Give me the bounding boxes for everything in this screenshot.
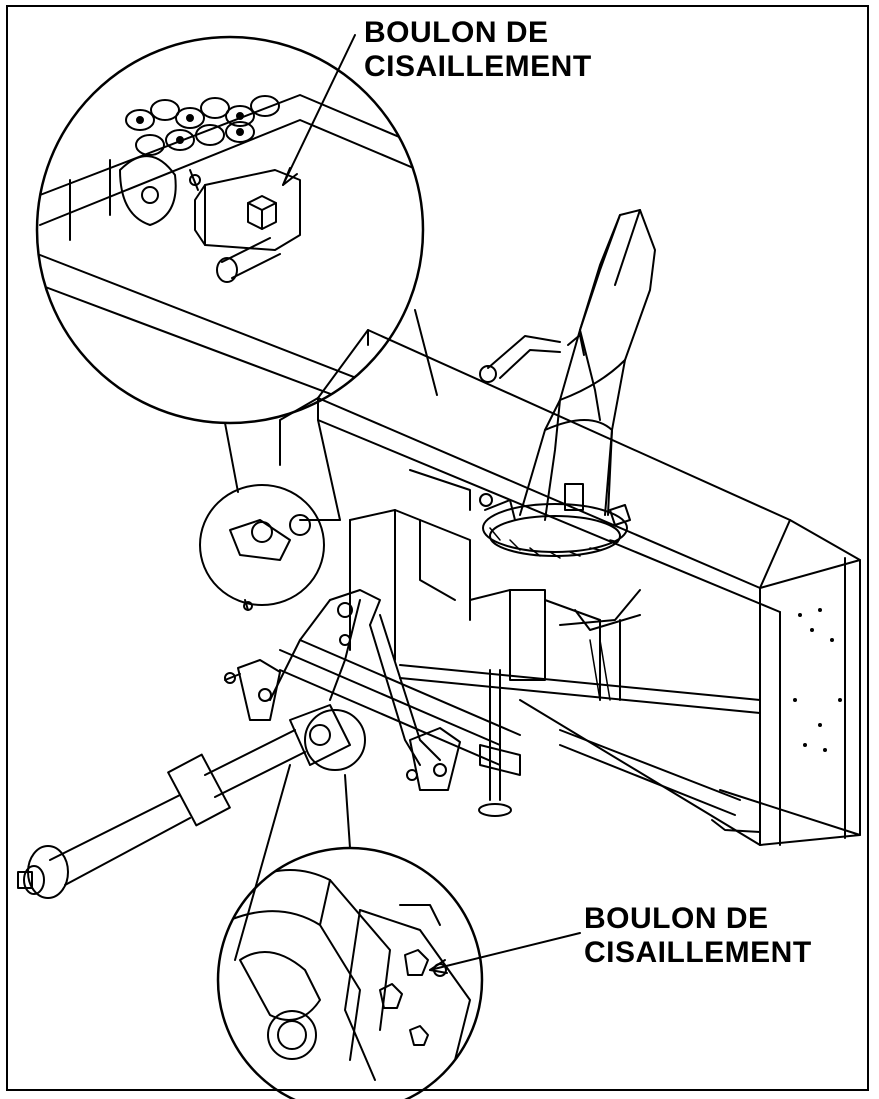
page-frame (6, 5, 869, 1091)
chain-icon (125, 95, 280, 156)
bottom-detail-magnifier (216, 846, 484, 1099)
shear-bolt-icon (379, 949, 447, 1046)
bottom-detail-connector (344, 774, 351, 849)
gearbox-frame (349, 469, 641, 701)
shear-bolt-label-bottom: BOULON DE CISAILLEMENT (584, 902, 812, 970)
top-detail-magnifier (35, 35, 425, 425)
pto-detail-marker (304, 709, 366, 771)
top-callout-leader (282, 34, 356, 186)
discharge-chute (479, 209, 656, 521)
top-callout-arrow (282, 167, 298, 186)
top-detail-connector (224, 422, 239, 493)
shear-bolt-label-bottom-line2: CISAILLEMENT (584, 936, 812, 969)
top-detail-content (39, 94, 423, 421)
shear-bolt-label-top: BOULON DE CISAILLEMENT (364, 16, 592, 84)
shear-bolt-icon (247, 195, 277, 230)
top-detail-connector-2 (414, 309, 438, 396)
drive-chain-area (199, 484, 325, 611)
shear-bolt-label-top-line1: BOULON DE (364, 16, 549, 49)
shear-bolt-label-bottom-line1: BOULON DE (584, 902, 769, 935)
chute-ring-gear (479, 493, 631, 559)
bottom-detail-connector-2 (234, 764, 291, 961)
lower-beam (279, 649, 501, 746)
snowblower-body (17, 209, 861, 899)
pto-shaft (17, 704, 351, 899)
bottom-callout-arrow (429, 959, 448, 974)
parking-stand (478, 669, 521, 817)
bottom-detail-content (229, 869, 471, 1081)
three-point-hitch (224, 589, 461, 791)
bottom-callout-leader (429, 932, 581, 971)
shear-bolt-label-top-line2: CISAILLEMENT (364, 50, 592, 83)
